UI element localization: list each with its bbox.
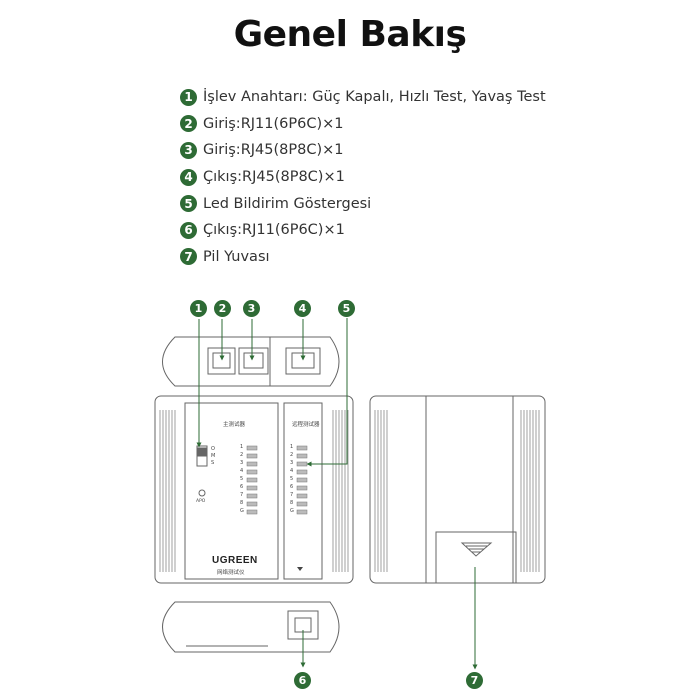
feature-text: Giriş:RJ11(6P6C)×1	[203, 115, 344, 132]
front-grip-right	[332, 410, 349, 572]
back-grip-right	[520, 410, 540, 572]
page-title: Genel Bakış	[233, 14, 467, 55]
main-panel-label: 主测试器	[223, 422, 246, 428]
remote-panel-label: 远程测试器	[292, 422, 320, 428]
remote-led-label: 6	[290, 484, 294, 490]
brand-subtitle: 网络测试仪	[217, 570, 245, 576]
main-led-label: 3	[240, 460, 244, 466]
remote-led-label: 4	[290, 468, 294, 474]
number-badge: 4	[180, 168, 197, 186]
remote-led-label: G	[290, 508, 294, 514]
front-grip-left	[159, 410, 176, 572]
back-grip-left	[374, 410, 388, 572]
main-led-label: 8	[240, 500, 244, 506]
feature-item-1: 1 İşlev Anahtarı: Güç Kapalı, Hızlı Test,…	[180, 84, 546, 111]
remote-led-column	[296, 445, 308, 515]
remote-arrow-mark	[297, 567, 303, 571]
back-view	[369, 395, 546, 584]
top-view	[162, 336, 340, 387]
main-led-label: 6	[240, 484, 244, 490]
main-led-label: 4	[240, 468, 244, 474]
apo-label: APO	[196, 499, 206, 504]
feature-text: Giriş:RJ45(8P8C)×1	[203, 142, 344, 159]
feature-text: İşlev Anahtarı: Güç Kapalı, Hızlı Test, …	[203, 89, 546, 106]
number-badge: 1	[180, 88, 197, 106]
number-badge: 5	[180, 195, 197, 213]
feature-item-3: 3 Giriş:RJ45(8P8C)×1	[180, 137, 546, 164]
feature-text: Pil Yuvası	[203, 248, 270, 265]
battery-compartment	[435, 531, 517, 584]
remote-led-label: 2	[290, 452, 294, 458]
switch-mark: O	[211, 446, 215, 452]
main-led-label: 5	[240, 476, 244, 482]
callout-2: 2	[214, 300, 231, 317]
feature-item-4: 4 Çıkış:RJ45(8P8C)×1	[180, 164, 546, 191]
remote-led-label: 8	[290, 500, 294, 506]
feature-text: Led Bildirim Göstergesi	[203, 195, 372, 212]
callout-3: 3	[243, 300, 260, 317]
callout-1: 1	[190, 300, 207, 317]
main-led-label: G	[240, 508, 244, 514]
switch-mark: M	[211, 453, 216, 459]
remote-led-label: 3	[290, 460, 294, 466]
feature-text: Çıkış:RJ45(8P8C)×1	[203, 169, 345, 186]
front-view	[154, 395, 354, 584]
feature-item-6: 6 Çıkış:RJ11(6P6C)×1	[180, 217, 546, 244]
main-led-column	[246, 445, 258, 515]
callout-7: 7	[466, 672, 483, 689]
brand-logo: UGREEN	[212, 555, 258, 566]
main-led-label: 7	[240, 492, 244, 498]
callout-5: 5	[338, 300, 355, 317]
feature-item-7: 7 Pil Yuvası	[180, 244, 546, 271]
number-badge: 6	[180, 221, 197, 239]
remote-led-label: 1	[290, 444, 294, 450]
feature-list: 1 İşlev Anahtarı: Güç Kapalı, Hızlı Test,…	[180, 84, 546, 270]
feature-item-5: 5 Led Bildirim Göstergesi	[180, 190, 546, 217]
callout-4: 4	[294, 300, 311, 317]
number-badge: 3	[180, 141, 197, 159]
function-switch	[196, 445, 208, 467]
feature-item-2: 2 Giriş:RJ11(6P6C)×1	[180, 111, 546, 138]
rj45-input-port	[238, 347, 269, 375]
bottom-view	[162, 601, 340, 653]
feature-text: Çıkış:RJ11(6P6C)×1	[203, 222, 345, 239]
callout-6: 6	[294, 672, 311, 689]
remote-led-label: 7	[290, 492, 294, 498]
switch-mark: S	[211, 460, 215, 466]
main-led-label: 1	[240, 444, 244, 450]
main-led-label: 2	[240, 452, 244, 458]
pointer-lines	[196, 318, 478, 670]
remote-led-label: 5	[290, 476, 294, 482]
number-badge: 7	[180, 248, 197, 266]
number-badge: 2	[180, 115, 197, 133]
